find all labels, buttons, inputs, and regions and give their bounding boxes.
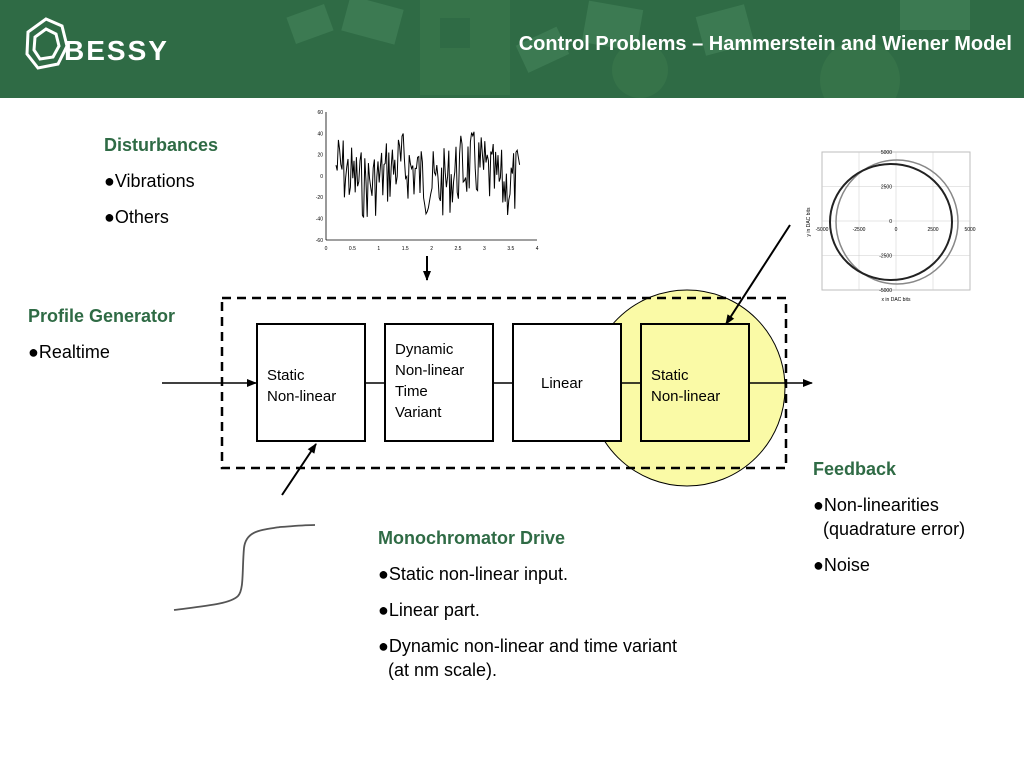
vibration-x-tick: 2 — [430, 246, 433, 252]
xy-y-tick: 2500 — [881, 185, 892, 191]
disturbances-heading: Disturbances — [104, 135, 219, 155]
slide-header: BESSY Control Problems – Hammerstein and… — [0, 0, 1024, 98]
block-label: Dynamic — [395, 341, 454, 358]
block-label: Linear — [541, 375, 583, 392]
profile-generator-bullet: ●Realtime — [28, 342, 110, 362]
monochromator-heading: Monochromator Drive — [378, 528, 566, 548]
feedback-section: Feedback ●Non-linearities (quadrature er… — [813, 460, 965, 592]
block-static-nonlinear-output: Static Non-linear — [640, 323, 750, 442]
logo-text: BESSY — [64, 35, 169, 66]
disturbances-section: Disturbances ●Vibrations ●Others — [104, 136, 218, 244]
disturbance-bullet: ●Others — [104, 207, 169, 227]
vibration-x-tick: 0.5 — [349, 246, 356, 252]
block-label: Non-linear — [395, 362, 465, 379]
monochromator-pointer-arrow — [281, 443, 317, 496]
header-decoration — [286, 0, 970, 98]
vibration-y-tick: 60 — [317, 110, 323, 116]
vibration-y-tick: 40 — [317, 131, 323, 137]
monochromator-section: Monochromator Drive ●Static non-linear i… — [378, 529, 677, 697]
feedback-bullet-cont: (quadrature error) — [823, 519, 966, 539]
vibration-x-tick: 3 — [483, 246, 486, 252]
xy-x-tick: -5000 — [816, 227, 829, 233]
vibration-y-tick: -60 — [316, 238, 323, 244]
profile-generator-section: Profile Generator ●Realtime — [28, 307, 175, 379]
vibration-x-tick: 3.5 — [507, 246, 514, 252]
xy-x-tick: -2500 — [853, 227, 866, 233]
slide-title: Control Problems – Hammerstein and Wiene… — [518, 33, 1012, 55]
xy-y-tick: 5000 — [881, 150, 892, 156]
vibration-x-tick: 1.5 — [402, 246, 409, 252]
vibration-y-tick: -20 — [316, 195, 323, 201]
xy-y-tick: -2500 — [879, 254, 892, 260]
monochromator-bullet-cont: (at nm scale). — [388, 660, 498, 680]
feedback-bullet: ●Non-linearities — [813, 495, 939, 515]
monochromator-bullet: ●Linear part. — [378, 600, 480, 620]
xy-xlabel: x in DAC bits — [882, 297, 911, 303]
vibration-x-tick: 1 — [377, 246, 380, 252]
profile-generator-heading: Profile Generator — [28, 306, 176, 326]
vibration-x-tick: 0 — [325, 246, 328, 252]
bessy-logo-icon — [25, 17, 68, 70]
xy-ylabel: y in DAC bits — [806, 207, 812, 236]
reference-orbit — [835, 159, 959, 285]
xy-y-tick: -5000 — [879, 288, 892, 294]
block-label: Static — [651, 367, 689, 384]
monochromator-bullet: ●Dynamic non-linear and time variant — [378, 636, 678, 656]
block-label: Non-linear — [651, 388, 721, 405]
vibration-y-tick: 0 — [320, 174, 323, 180]
measured-orbit — [829, 163, 953, 281]
vibration-y-tick: -40 — [316, 217, 323, 223]
vibration-x-tick: 4 — [536, 246, 539, 252]
block-label: Non-linear — [267, 388, 337, 405]
block-static-nonlinear-input: Static Non-linear — [256, 323, 366, 442]
vibration-x-tick: 2.5 — [455, 246, 462, 252]
xy-y-tick: 0 — [889, 219, 892, 225]
block-label: Variant — [395, 404, 442, 421]
xy-x-tick: 5000 — [964, 227, 975, 233]
xy-x-tick: 0 — [895, 227, 898, 233]
xy-x-tick: 2500 — [927, 227, 938, 233]
vibration-signal — [335, 131, 521, 218]
monochromator-bullet: ●Static non-linear input. — [378, 564, 568, 584]
feedback-bullet: ●Noise — [813, 555, 870, 575]
feedback-heading: Feedback — [813, 459, 897, 479]
block-label: Static — [267, 367, 305, 384]
block-label: Time — [395, 383, 428, 400]
vibration-y-tick: 20 — [317, 153, 323, 159]
disturbance-bullet: ●Vibrations — [104, 171, 195, 191]
hysteresis-curve — [173, 524, 316, 611]
block-dynamic-nonlinear: Dynamic Non-linear Time Variant — [384, 323, 494, 442]
block-linear: Linear — [512, 323, 622, 442]
feedback-pointer-arrow — [725, 224, 791, 325]
